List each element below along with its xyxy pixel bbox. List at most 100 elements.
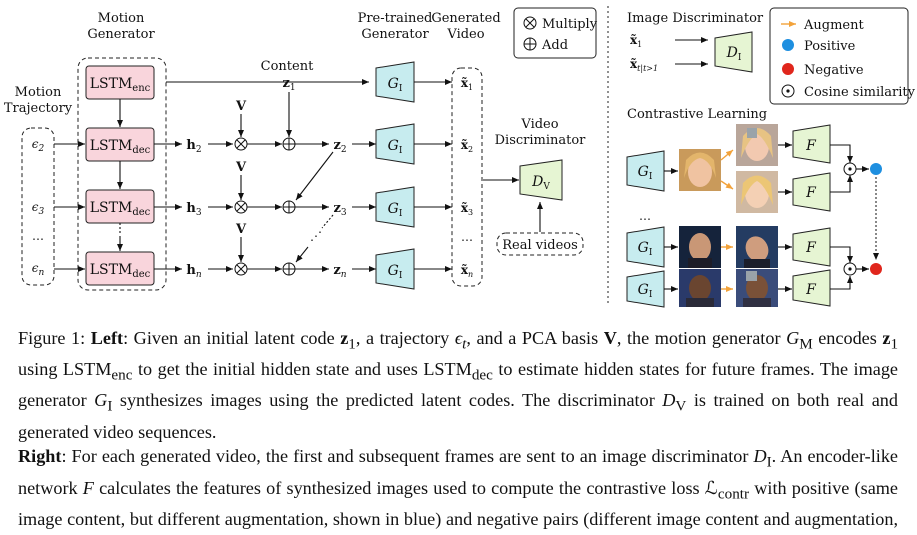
- legend-multiply-label: Multiply: [542, 17, 598, 32]
- feature-network-f-1: F: [792, 124, 831, 164]
- generator-output-arrows: [414, 79, 452, 272]
- image-disc-arrows: [675, 37, 708, 67]
- z3-label: z3: [333, 201, 346, 218]
- zn-label: zn: [333, 263, 346, 280]
- legend-negative: Negative: [804, 63, 864, 78]
- image-discriminator-title: Image Discriminator: [627, 11, 764, 26]
- svg-text:DI: DI: [726, 45, 742, 63]
- feature-network-f-2: F: [792, 172, 831, 212]
- xtilde-dots: …: [461, 230, 473, 244]
- face-dark-aug: [736, 269, 778, 307]
- caption-fig-label: Figure 1:: [18, 328, 86, 348]
- caption-text: : For each generated video, the first an…: [61, 446, 754, 467]
- caption-text: with positive (same image content, but d…: [18, 477, 898, 535]
- generator-gi-2: GI: [375, 123, 415, 165]
- epsilon-n: ϵn: [32, 261, 45, 278]
- xtilde-1-right: x̃1: [630, 33, 642, 49]
- z2-label: z2: [333, 138, 346, 155]
- epsilon-2: ϵ2: [32, 137, 45, 154]
- positive-dot-icon: [782, 39, 794, 51]
- legend-add-label: Add: [541, 38, 568, 53]
- caption-text: , a trajectory: [355, 328, 455, 348]
- caption-text: to get the initial hidden state and uses: [132, 359, 424, 380]
- hidden-state-arrows: [154, 141, 233, 272]
- negative-dot-icon: [782, 63, 794, 75]
- f-to-cosine-lines: [830, 144, 869, 290]
- multiply-ops: [234, 137, 248, 276]
- cosine-ops: [843, 162, 857, 276]
- h3-label: h3: [186, 201, 201, 218]
- lstm-chain-arrows: [54, 99, 123, 272]
- latent-arrows: [166, 79, 376, 272]
- operator-legend: Multiply Add: [513, 7, 598, 59]
- generator-gi-4: GI: [375, 248, 415, 290]
- face-man-aug: [736, 226, 778, 268]
- caption-text: . An encoder-like network: [18, 446, 898, 498]
- face-to-f-arrows: [778, 142, 792, 292]
- xtilde-t-right: x̃t|t>1: [630, 57, 658, 73]
- face-blonde-original: [679, 149, 721, 191]
- contrastive-legend: Augment Positive Negative Cosine similar…: [769, 7, 916, 105]
- negative-result-dot: [870, 263, 882, 275]
- caption-text: synthesizes images using the predicted l…: [112, 390, 663, 411]
- svg-text:F: F: [805, 282, 817, 298]
- face-dark-original: [679, 269, 721, 307]
- xtilde-n: x̃n: [461, 263, 473, 279]
- lstm-dec-box-2: LSTMdec: [85, 189, 155, 224]
- figure-caption: Figure 1: Left: Given an initial latent …: [18, 326, 898, 535]
- contrastive-gi-2: GI: [626, 226, 665, 268]
- svg-text:F: F: [805, 138, 817, 154]
- lstm-enc-box: LSTMenc: [85, 65, 155, 100]
- z1-label: z1: [282, 76, 295, 93]
- generator-gi-3: GI: [375, 186, 415, 228]
- hn-label: hn: [186, 263, 201, 280]
- generator-gi-1: GI: [375, 61, 415, 103]
- epsilon-dots: …: [32, 229, 44, 243]
- contrastive-learning-title: Contrastive Learning: [627, 107, 767, 122]
- z-dots: ⋰: [310, 229, 322, 243]
- lstm-dec-box-1: LSTMdec: [85, 127, 155, 162]
- augment-arrows: [720, 149, 734, 292]
- real-videos-label: Real videos: [502, 238, 578, 253]
- caption-right-label: Right: [18, 446, 62, 467]
- video-discriminator-dv: DV: [519, 159, 563, 201]
- gi-to-face-arrows: [664, 168, 678, 292]
- face-blonde-aug-2: [736, 171, 778, 213]
- content-label: Content: [261, 59, 314, 74]
- legend-augment: Augment: [803, 18, 864, 33]
- image-discriminator-di: DI: [714, 31, 753, 73]
- legend-cosine: Cosine similarity: [804, 85, 916, 100]
- motion-generator-container: [77, 57, 167, 291]
- xtilde-3: x̃3: [461, 201, 473, 217]
- svg-text:F: F: [805, 185, 817, 201]
- positive-result-dot: [870, 163, 882, 175]
- epsilon-3: ϵ3: [32, 200, 45, 217]
- generated-video-container: [451, 67, 483, 287]
- contrastive-gi-1: GI: [626, 150, 665, 192]
- mul-to-add-arrows: [247, 141, 282, 272]
- feature-network-f-3: F: [792, 227, 831, 267]
- xtilde-1: x̃1: [461, 76, 473, 92]
- caption-text: to estimate hidden states for future fra…: [18, 359, 898, 411]
- v-label-3: V: [235, 222, 247, 237]
- face-man-original: [679, 226, 721, 268]
- real-videos-box: [496, 232, 584, 256]
- contrastive-dots-1: …: [639, 209, 651, 223]
- xtilde-2: x̃2: [461, 138, 473, 154]
- caption-text: is trained on both real and generated vi…: [18, 390, 898, 442]
- v-label-1: V: [235, 99, 247, 114]
- motion-trajectory-container: [21, 127, 55, 286]
- caption-left-label: Left: [90, 328, 124, 348]
- contrastive-gi-3: GI: [626, 270, 665, 308]
- feature-network-f-4: F: [792, 269, 831, 307]
- lstm-dec-box-3: LSTMdec: [85, 251, 155, 286]
- caption-text: calculates the features of synthesized i…: [93, 477, 705, 498]
- caption-text: : Given an initial latent code: [123, 328, 341, 348]
- face-blonde-aug-1: [736, 124, 778, 166]
